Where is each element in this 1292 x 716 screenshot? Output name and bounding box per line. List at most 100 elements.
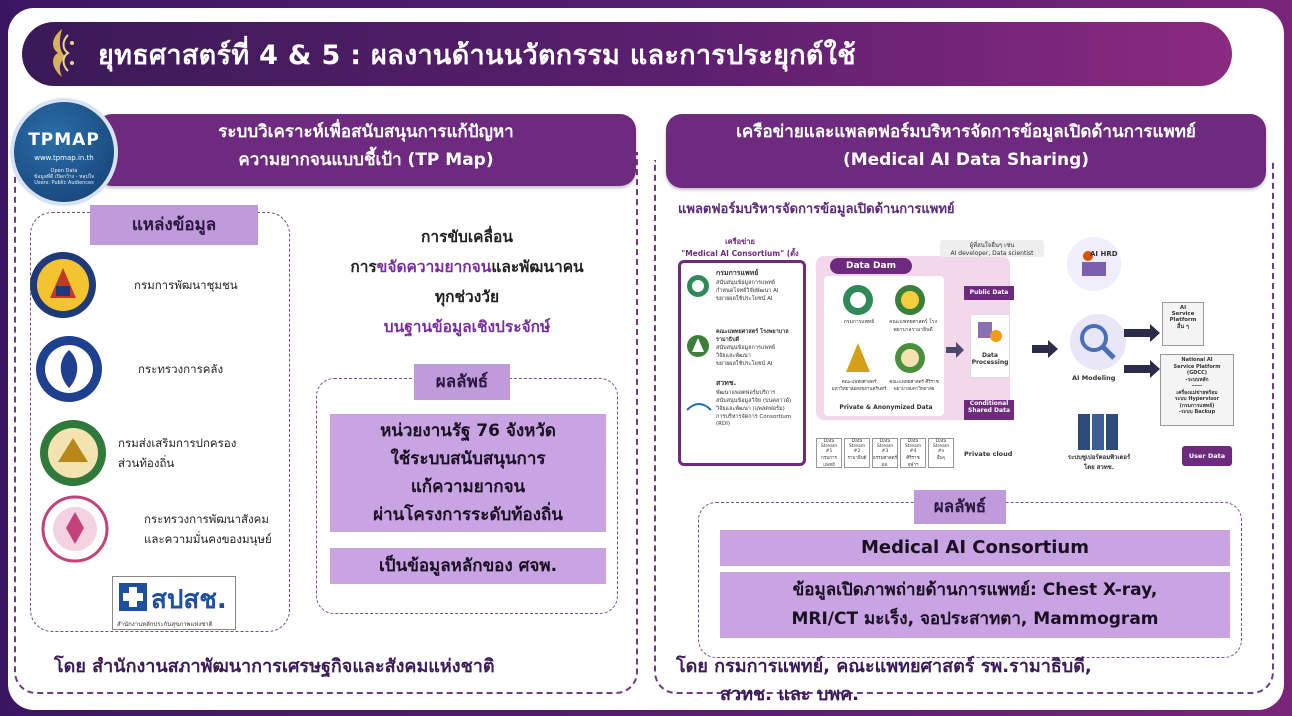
stream-title: Data Stream #n bbox=[932, 439, 950, 454]
right-panel bbox=[654, 160, 1274, 694]
user-data-box: User Data bbox=[1182, 446, 1232, 466]
drive-line1: การขับเคลื่อน bbox=[421, 228, 513, 246]
agency-name-block: กรมส่งเสริมการปกครอง ส่วนท้องถิ่น bbox=[118, 433, 236, 473]
member-nstda: สวทช. พัฒนาแพลตฟอร์มบริการ สนับสนุนข้อมู… bbox=[686, 378, 798, 427]
right-header-line2: (Medical AI Data Sharing) bbox=[842, 150, 1090, 170]
arrow-right-icon bbox=[1124, 360, 1160, 378]
member-rama: คณะแพทยศาสตร์ โรงพยาบาลรามาธิบดี สนับสนุ… bbox=[686, 328, 798, 368]
left-header-line1: ระบบวิเคราะห์เพื่อสนับสนุนการแก้ปัญหา bbox=[218, 122, 514, 142]
stream-sub: รามาธิบดี bbox=[847, 456, 867, 461]
agency-name: กรมการพัฒนาชุมชน bbox=[134, 278, 238, 292]
data-processing-label: Data Processing bbox=[971, 352, 1009, 366]
drive-statement: การขับเคลื่อน การขจัดความยากจนและพัฒนาคน… bbox=[322, 222, 612, 342]
agency-name-line2: ส่วนท้องถิ่น bbox=[118, 456, 175, 470]
agency-name-block: กระทรวงการพัฒนาสังคม และความมั่นคงของมนุ… bbox=[144, 509, 272, 549]
stream-sub: ศิริราช จุฬาฯ bbox=[906, 456, 920, 468]
stream-2: Data Stream #2 รามาธิบดี bbox=[844, 438, 870, 468]
dam-logo-3-label: คณะแพทยศาสตร์มหาวิทยาลัยสงขลานครินทร์ bbox=[831, 380, 887, 392]
card-line: ข้อมูลเปิดภาพถ่ายด้านการแพทย์: Chest X-r… bbox=[792, 580, 1158, 600]
drive-line2: การขจัดความยากจนและพัฒนาคน bbox=[322, 252, 612, 282]
title-bar: ยุทธศาสตร์ที่ 4 & 5 : ผลงานด้านนวัตกรรม … bbox=[22, 22, 1232, 86]
ai-hrd-icon bbox=[1067, 237, 1121, 291]
member-title: กรมการแพทย์ bbox=[716, 269, 759, 277]
left-panel-header: ระบบวิเคราะห์เพื่อสนับสนุนการแก้ปัญหา คว… bbox=[96, 114, 636, 186]
member-item: สนับสนุนข้อมูลการแพทย์ bbox=[716, 280, 775, 286]
member-item: วิจัยและพัฒนา (แพลตฟอร์ม) bbox=[716, 406, 785, 412]
dam-logo-3-icon bbox=[846, 343, 870, 372]
dla-seal-icon bbox=[40, 420, 106, 486]
stream-4: Data Stream #4 ศิริราช จุฬาฯ bbox=[900, 438, 926, 468]
right-header-line1: เครือข่ายและแพลตฟอร์มบริหารจัดการข้อมูลเ… bbox=[736, 122, 1196, 142]
medical-ai-diagram: เครือข่าย "Medical AI Consortium" (ตั้งต… bbox=[674, 228, 1250, 496]
agency-mof: กระทรวงการคลัง bbox=[34, 334, 223, 404]
tpmap-logo: TPMAP www.tpmap.in.th Open Data ข้อมูลที… bbox=[10, 98, 118, 206]
ai-modeling-label: AI Modeling bbox=[1072, 374, 1116, 382]
ai-modeling-icon bbox=[1070, 314, 1126, 370]
member-dms: กรมการแพทย์ สนับสนุนข้อมูลการแพทย์ กำหนด… bbox=[686, 268, 798, 303]
stream-sub: ธรรมศาสตร์ มอ. bbox=[873, 456, 898, 468]
stream-3: Data Stream #3 ธรรมศาสตร์ มอ. bbox=[872, 438, 898, 468]
nhso-logo-sub: สำนักงานหลักประกันสุขภาพแห่งชาติ bbox=[117, 621, 213, 628]
msdhs-seal-icon bbox=[41, 495, 109, 563]
dam-logo-1-label: กรมการแพทย์ bbox=[843, 319, 875, 325]
member-item: ขยายผลใช้ประโยชน์ AI bbox=[716, 296, 773, 302]
agency-cdd: กรมการพัฒนาชุมชน bbox=[28, 250, 238, 320]
platform-box-2: National AI Service Platform (GDCC) -ระบ… bbox=[1160, 354, 1234, 426]
dam-logo-2-icon bbox=[895, 285, 925, 315]
drive-line4: บนฐานข้อมูลเชิงประจักษ์ bbox=[383, 318, 551, 336]
dam-logo-4-icon bbox=[895, 343, 925, 373]
cdd-seal-icon bbox=[30, 252, 96, 318]
member-title: สวทช. bbox=[716, 379, 737, 387]
right-result-card-2: ข้อมูลเปิดภาพถ่ายด้านการแพทย์: Chest X-r… bbox=[720, 572, 1230, 638]
member-item: ขยายผลใช้ประโยชน์ AI bbox=[716, 361, 773, 367]
drive-line3: ทุกช่วงวัย bbox=[434, 288, 500, 306]
card-line: ผ่านโครงการระดับท้องถิ่น bbox=[373, 505, 563, 525]
private-cloud-label: Private cloud bbox=[964, 450, 1013, 458]
card-line: ใช้ระบบสนับสนุนการ bbox=[390, 449, 546, 469]
supercomputer-icon bbox=[1078, 414, 1118, 450]
sources-label: แหล่งข้อมูล bbox=[90, 205, 258, 245]
stream-1: Data Stream #1 กรมการแพทย์ bbox=[816, 438, 842, 468]
right-result-tag: ผลลัพธ์ bbox=[914, 490, 1006, 524]
nhso-logo-text: สปสช. bbox=[151, 585, 227, 615]
page-title: ยุทธศาสตร์ที่ 4 & 5 : ผลงานด้านนวัตกรรม … bbox=[98, 39, 856, 71]
supercomputer-label: ระบบซูเปอร์คอมพิวเตอร์ โดย สวทช. bbox=[1067, 454, 1131, 471]
nhso-logo: สปสช. สำนักงานหลักประกันสุขภาพแห่งชาติ bbox=[112, 576, 236, 630]
agency-name-line1: กระทรวงการพัฒนาสังคม bbox=[144, 512, 269, 526]
conditional-data-box: Conditional Shared Data bbox=[964, 400, 1014, 420]
mof-seal-icon bbox=[36, 336, 102, 402]
stream-sub: กรมการแพทย์ bbox=[821, 456, 837, 468]
drive-highlight: ขจัดความยากจน bbox=[376, 258, 492, 276]
agency-dla: กรมส่งเสริมการปกครอง ส่วนท้องถิ่น bbox=[38, 418, 236, 488]
stream-n: Data Stream #n อื่นๆ bbox=[928, 438, 954, 468]
card-line: หน่วยงานรัฐ 76 จังหวัด bbox=[380, 421, 556, 441]
stream-title: Data Stream #3 bbox=[876, 439, 894, 454]
dms-logo-icon bbox=[687, 275, 709, 297]
member-item: วิจัยและพัฒนา bbox=[716, 353, 751, 359]
arrow-right-icon bbox=[1124, 324, 1160, 342]
right-footer-line2: สวทช. และ บพค. bbox=[720, 684, 860, 705]
private-anon-label: Private & Anonymized Data bbox=[839, 404, 933, 411]
drive-line2-pre: การ bbox=[350, 258, 377, 276]
nstda-logo-icon bbox=[686, 403, 712, 411]
drive-line2-post: และพัฒนาคน bbox=[491, 258, 584, 276]
rama-logo-icon bbox=[687, 335, 709, 357]
right-panel-header: เครือข่ายและแพลตฟอร์มบริหารจัดการข้อมูลเ… bbox=[666, 114, 1266, 188]
processing-icon bbox=[978, 322, 1002, 342]
card-line: MRI/CT มะเร็ง, จอประสาทตา, Mammogram bbox=[791, 609, 1159, 629]
agency-msdhs: กระทรวงการพัฒนาสังคม และความมั่นคงของมนุ… bbox=[40, 494, 272, 564]
stream-title: Data Stream #2 bbox=[848, 439, 866, 454]
left-panel bbox=[14, 152, 638, 694]
tpmap-logo-name: TPMAP bbox=[28, 130, 100, 150]
card-line: แก้ความยากจน bbox=[410, 477, 526, 497]
right-footer-line1: โดย กรมการแพทย์, คณะแพทยศาสตร์ รพ.รามาธิ… bbox=[676, 656, 1092, 677]
member-item: กำหนดโจทย์วิจัยพัฒนา AI bbox=[716, 288, 779, 294]
agency-name-line1: กรมส่งเสริมการปกครอง bbox=[118, 436, 237, 450]
stream-title: Data Stream #4 bbox=[904, 439, 922, 454]
agency-name-line2: และความมั่นคงของมนุษย์ bbox=[144, 532, 272, 546]
dam-logo-4-label: คณะแพทยศาสตร์ ศิริราชพยาบาลมหาวิทยาลัย bbox=[889, 380, 939, 392]
processing-box bbox=[970, 314, 1010, 378]
right-subtitle: แพลตฟอร์มบริหารจัดการข้อมูลเปิดด้านการแพ… bbox=[678, 202, 955, 217]
arrow-right-icon bbox=[946, 342, 964, 358]
stream-title: Data Stream #1 bbox=[820, 439, 838, 454]
